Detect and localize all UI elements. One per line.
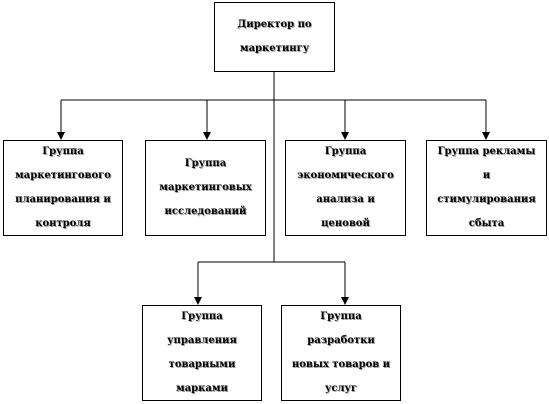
director-box: Директор по маркетингу	[214, 2, 335, 72]
box-label-line: Группа	[184, 158, 227, 169]
box-label-line: анализа и	[316, 194, 375, 205]
box-label-line: ценовой	[321, 218, 370, 229]
box-label-line: Группа	[320, 311, 362, 322]
box-label-line: услуг	[324, 383, 358, 394]
box-label-line: новых товаров и	[291, 359, 391, 370]
box-label-line: Группа	[42, 146, 84, 157]
box-label-line: маркетингового	[15, 170, 111, 181]
box-label-line: Группа рекламы	[437, 146, 536, 157]
box-label-line: Группа	[324, 146, 367, 157]
box-label-line: товарными	[168, 359, 236, 370]
box-label-line: маркетинговых	[159, 182, 252, 193]
group-research-box: Группа маркетинговых исследований	[145, 140, 266, 236]
group-planning-box: Группа маркетингового планирования и кон…	[3, 140, 123, 236]
box-label-line: исследований	[164, 206, 247, 217]
box-label-line: управления	[167, 335, 237, 346]
box-label-line: планирования и	[15, 194, 111, 205]
box-label-line: маркетингу	[239, 43, 310, 54]
group-new-products-box: Группа разработки новых товаров и услуг	[281, 305, 401, 401]
group-advertising-box: Группа рекламы и стимулирования сбыта	[426, 140, 547, 236]
box-label-line: разработки	[307, 335, 375, 346]
box-label-line: контроля	[35, 218, 91, 229]
box-label-line: марками	[176, 383, 228, 394]
box-label-line: Директор по	[237, 19, 312, 30]
box-label-line: Группа	[181, 311, 223, 322]
box-label-line: стимулирования	[437, 194, 536, 205]
box-label-line: и	[482, 170, 491, 181]
box-label-line: сбыта	[468, 218, 505, 229]
group-brands-box: Группа управления товарными марками	[142, 305, 262, 401]
group-economic-box: Группа экономического анализа и ценовой	[285, 140, 406, 236]
box-label-line: экономического	[297, 170, 394, 181]
